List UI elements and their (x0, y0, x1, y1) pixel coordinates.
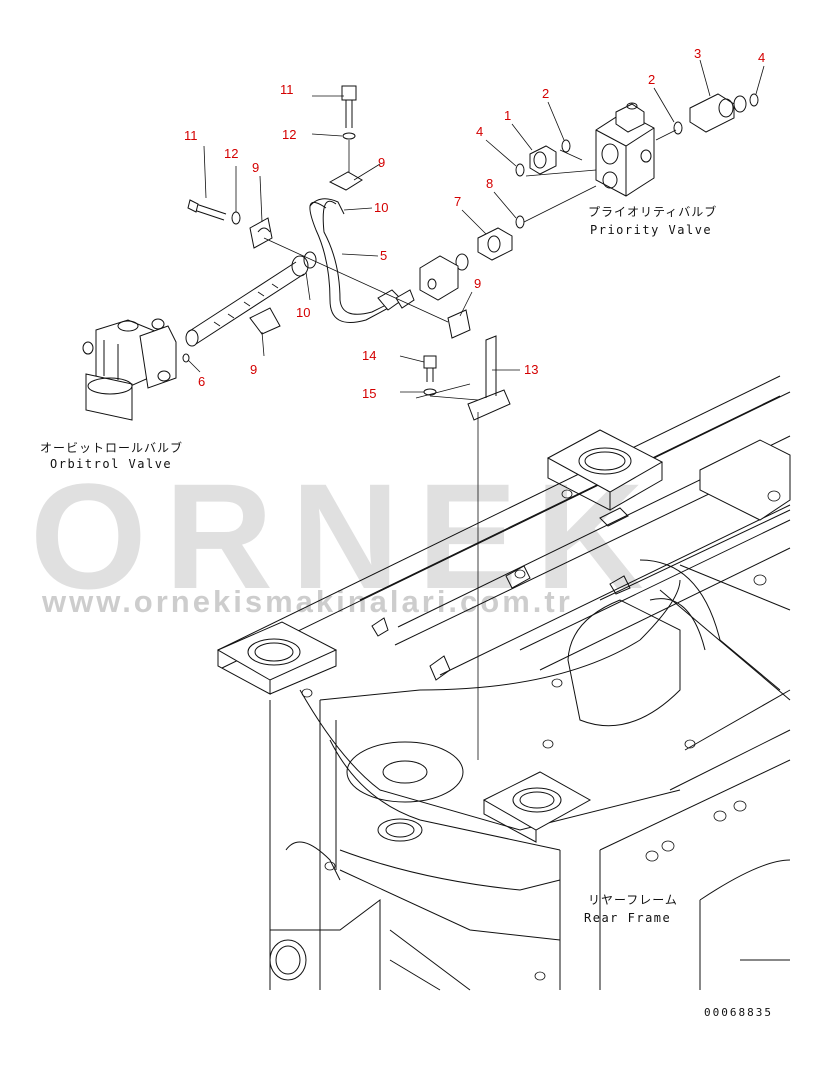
callout-6: 6 (198, 374, 205, 389)
callout-13: 13 (524, 362, 538, 377)
callout-leaders (187, 59, 765, 393)
callout-14: 14 (362, 348, 376, 363)
callout-11a: 11 (280, 82, 294, 97)
priority-valve-drawing (419, 93, 759, 301)
watermark: ORNEK www.ornekismakinalari.com.tr (30, 452, 644, 620)
callout-4a: 4 (476, 124, 483, 139)
callout-2b: 2 (648, 72, 655, 87)
rear-frame-drawing (216, 375, 791, 991)
callout-9a: 9 (252, 160, 259, 175)
rear-frame-label-jp: リヤーフレーム (588, 893, 678, 907)
component-labels: プライオリティバルブ Priority Valve オービットロールバルブ Or… (40, 204, 773, 1019)
priority-valve-label-jp: プライオリティバルブ (588, 204, 717, 219)
callout-7: 7 (454, 194, 461, 209)
priority-valve-label-en: Priority Valve (590, 223, 712, 237)
callout-3: 3 (694, 46, 701, 61)
hose-drawing (182, 85, 511, 760)
callout-9d: 9 (250, 362, 257, 377)
callout-15: 15 (362, 386, 376, 401)
callout-10b: 10 (296, 305, 310, 320)
callout-2a: 2 (542, 86, 549, 101)
callout-9c: 9 (474, 276, 481, 291)
callout-10a: 10 (374, 200, 388, 215)
drawing-number: 00068835 (704, 1006, 773, 1019)
callout-8: 8 (486, 176, 493, 191)
callout-12b: 12 (224, 146, 238, 161)
callout-9b: 9 (378, 155, 385, 170)
orbitrol-valve-drawing (82, 318, 177, 421)
callout-12a: 12 (282, 127, 296, 142)
callout-4b: 4 (758, 50, 765, 65)
orbitrol-valve-label-en: Orbitrol Valve (50, 457, 172, 471)
watermark-url: www.ornekismakinalari.com.tr (41, 584, 573, 619)
callout-5: 5 (380, 248, 387, 263)
callout-numbers: 11 12 9 11 12 9 10 5 10 9 6 9 14 15 13 4… (184, 46, 765, 401)
callout-11b: 11 (184, 128, 198, 143)
callout-1: 1 (504, 108, 511, 123)
rear-frame-label-en: Rear Frame (584, 911, 671, 925)
orbitrol-valve-label-jp: オービットロールバルブ (40, 440, 183, 455)
